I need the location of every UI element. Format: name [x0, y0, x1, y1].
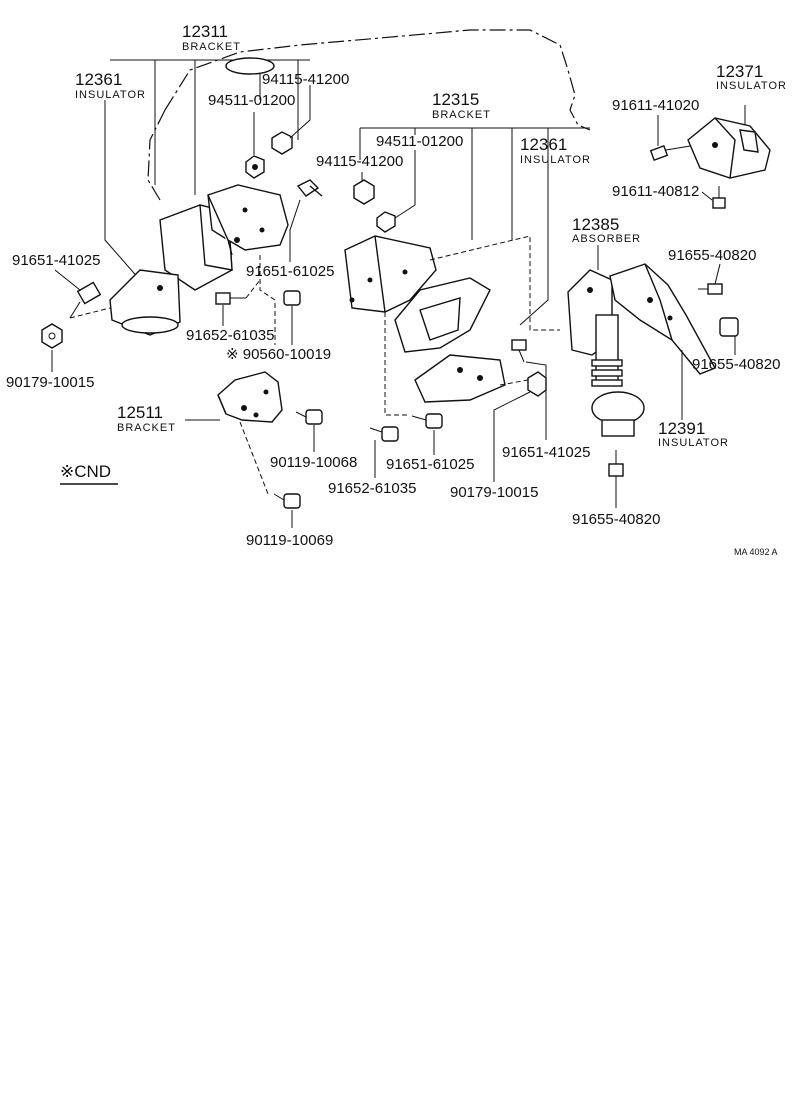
part-number-91651-41025-left: 91651-41025	[12, 252, 100, 269]
part-number-91651-61025-a: 91651-61025	[246, 263, 334, 280]
nut-94115-middle	[353, 179, 375, 205]
part-number-94115-41200-b: 94115-41200	[316, 153, 403, 170]
part-number-12371: 12371	[716, 62, 763, 81]
part-number-12361-right: 12361	[520, 135, 567, 154]
engine-outline	[164, 29, 591, 131]
bolt-91651-61025-a	[296, 179, 323, 197]
bracket-12311	[207, 184, 289, 256]
nut-90179-right	[527, 371, 547, 397]
leader-91655-a	[714, 263, 721, 285]
part-number-90179-10015-right: 90179-10015	[450, 484, 538, 501]
part-name-12361-right: INSULATOR	[520, 154, 591, 166]
dash-90119-10069	[239, 421, 269, 495]
part-number-94115-41200-a: 94115-41200	[262, 71, 349, 88]
leader-91651-41025-right	[525, 361, 547, 440]
leader-91611-40812	[701, 191, 713, 201]
part-name-12371: INSULATOR	[716, 80, 787, 92]
part-number-94511-01200-a: 94511-01200	[208, 92, 295, 109]
bolt-90119-10069	[273, 493, 301, 509]
bolt-91651-41025-right	[511, 339, 527, 363]
nut-94511-left	[245, 155, 265, 179]
bolt-91652-61035-a	[215, 292, 246, 305]
part-number-12385: 12385	[572, 215, 619, 234]
leader-91651-61025-a	[289, 199, 301, 262]
part-number-12315: 12315	[432, 90, 479, 109]
leader-91651-41025-left	[54, 269, 81, 291]
part-number-91655-40820-b: 91655-40820	[692, 356, 780, 373]
part-name-12311: BRACKET	[182, 41, 241, 53]
insulator-12361-right	[394, 277, 506, 403]
insulator-12391	[609, 263, 716, 375]
part-number-91655-40820-c: 91655-40820	[572, 511, 660, 528]
part-number-12361-left: 12361	[75, 70, 122, 89]
engine-outline-left	[147, 109, 166, 201]
bolt-91652-61035-b	[369, 426, 399, 442]
bolt-91651-61025-b	[411, 413, 443, 429]
part-number-12391: 12391	[658, 419, 705, 438]
bolt-91611-40812	[712, 186, 726, 209]
absorber-12385	[567, 269, 645, 437]
part-name-12391: INSULATOR	[658, 437, 729, 449]
bolt-91611-41020	[649, 145, 691, 161]
part-number-90119-10069: 90119-10069	[246, 532, 333, 549]
leader-94511-b	[394, 150, 416, 219]
part-number-12311: 12311	[182, 22, 228, 41]
part-number-90179-10015-left: 90179-10015	[6, 374, 94, 391]
nut-90179-left	[41, 323, 63, 349]
dash-91652-a	[245, 279, 261, 299]
bolt-91655-40820-a	[698, 283, 723, 295]
part-name-12315: BRACKET	[432, 109, 491, 121]
leader-12361-left	[104, 100, 141, 281]
bracket-tube	[225, 57, 275, 75]
part-number-91652-61035-a: 91652-61035	[186, 327, 274, 344]
bracket-12511	[217, 371, 283, 423]
nut-94115-left	[271, 131, 293, 155]
nut-94511-middle	[376, 211, 396, 233]
bolt-91655-40820-b	[719, 317, 739, 337]
part-number-91652-61035-b: 91652-61035	[328, 480, 416, 497]
part-number-12511: 12511	[117, 403, 163, 422]
part-number-91611-41020: 91611-41020	[612, 97, 699, 114]
part-number-91611-40812: 91611-40812	[612, 183, 699, 200]
dash-91651-41025-left	[69, 307, 111, 319]
bolt-91651-41025-left	[69, 281, 102, 319]
part-number-91655-40820-a: 91655-40820	[668, 247, 756, 264]
part-number-91651-61025-b: 91651-61025	[386, 456, 474, 473]
insulator-12371	[687, 117, 771, 179]
part-number-90119-10068: 90119-10068	[270, 454, 357, 471]
bracket-12315	[344, 235, 437, 313]
bolt-91655-40820-c	[608, 450, 624, 477]
leader-12361-right	[519, 165, 549, 326]
dash-middle-lower	[384, 312, 408, 416]
part-name-12511: BRACKET	[117, 422, 176, 434]
collar-90560	[283, 290, 301, 306]
dash-right-mid	[499, 379, 529, 386]
leader-12311	[110, 59, 310, 195]
bolt-90119-10068	[295, 409, 323, 425]
part-name-12385: ABSORBER	[572, 233, 641, 245]
leader-90179-right	[493, 391, 531, 482]
part-number-90560-10019: ※ 90560-10019	[226, 346, 331, 363]
part-number-94511-01200-b: 94511-01200	[376, 133, 463, 150]
leader-94115-a	[289, 85, 311, 139]
part-number-91651-41025-right: 91651-41025	[502, 444, 590, 461]
part-name-12361-left: INSULATOR	[75, 89, 146, 101]
cnd-note: ※CND	[60, 462, 111, 481]
drawing-code: MA 4092 A	[734, 547, 778, 557]
dash-90560	[259, 255, 276, 345]
dash-12315	[429, 235, 560, 331]
leader-12315	[359, 127, 590, 240]
